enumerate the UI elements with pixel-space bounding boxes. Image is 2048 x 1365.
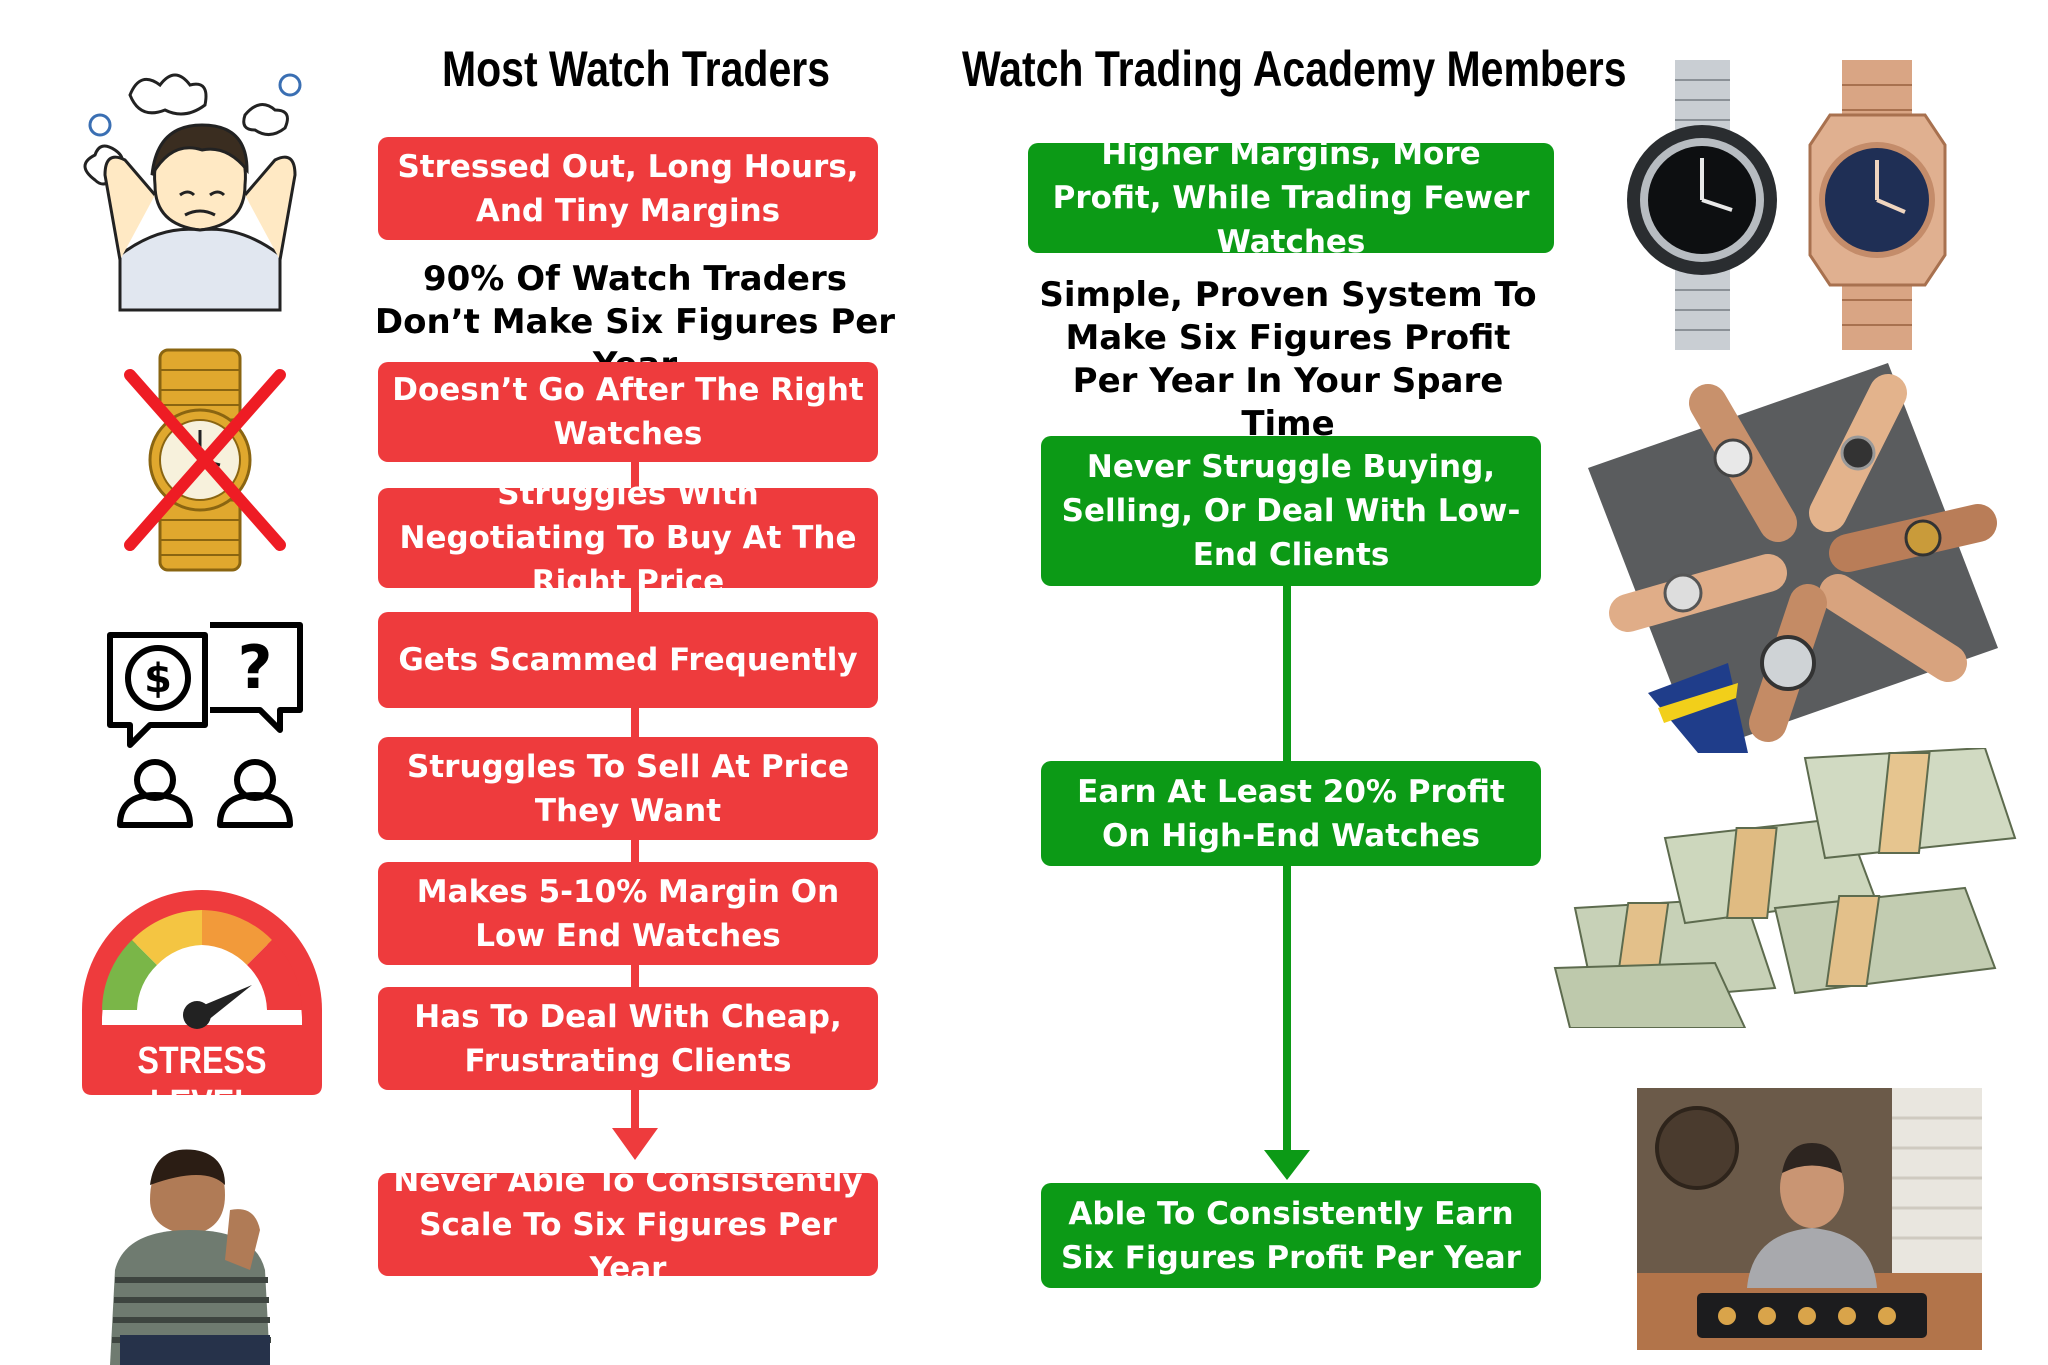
gauge-label: STRESS LEVEL (137, 1040, 267, 1125)
left-step-6: Has To Deal With Cheap, Frustrating Clie… (378, 987, 878, 1090)
man-with-watches-photo (1637, 1088, 1982, 1350)
sad-man-icon (90, 1130, 290, 1365)
left-outcome-box: Never Able To Consistently Scale To Six … (378, 1163, 878, 1287)
right-first-box: Higher Margins, More Profit, While Tradi… (1028, 136, 1554, 260)
right-step-1: Never Struggle Buying, Selling, Or Deal … (1041, 436, 1541, 586)
wrist-watches-photo (1588, 363, 1998, 753)
crossed-out-watch-icon (120, 345, 290, 575)
right-column-header: Watch Trading Academy Members (962, 41, 1627, 97)
cash-stacks-photo (1545, 748, 2025, 1028)
right-flow-arrowhead (1264, 1150, 1310, 1180)
left-step-3: Gets Scammed Frequently (378, 612, 878, 708)
money-question-icon: $ ? (100, 620, 310, 830)
svg-text:?: ? (238, 633, 273, 703)
right-flow-line (1283, 585, 1291, 1155)
right-statement: Simple, Proven System To Make Six Figure… (1039, 275, 1537, 444)
left-statement: 90% Of Watch Traders Don’t Make Six Figu… (374, 259, 896, 385)
left-column-header: Most Watch Traders (441, 41, 831, 97)
luxury-watches-photo (1620, 60, 1960, 350)
right-step-2: Earn At Least 20% Profit On High-End Wat… (1041, 761, 1541, 866)
left-step-2: Struggles With Negotiating To Buy At The… (378, 476, 878, 600)
left-flow-arrowhead (612, 1128, 658, 1160)
left-first-box: Stressed Out, Long Hours, And Tiny Margi… (378, 137, 878, 240)
left-step-1: Doesn’t Go After The Right Watches (378, 362, 878, 462)
left-step-5: Makes 5-10% Margin On Low End Watches (378, 862, 878, 965)
left-step-4: Struggles To Sell At Price They Want (378, 737, 878, 840)
stressed-person-icon (60, 55, 330, 315)
svg-text:$: $ (144, 656, 172, 702)
stress-gauge-icon: STRESS LEVEL (77, 885, 327, 1125)
right-outcome-box: Able To Consistently Earn Six Figures Pr… (1041, 1183, 1541, 1288)
